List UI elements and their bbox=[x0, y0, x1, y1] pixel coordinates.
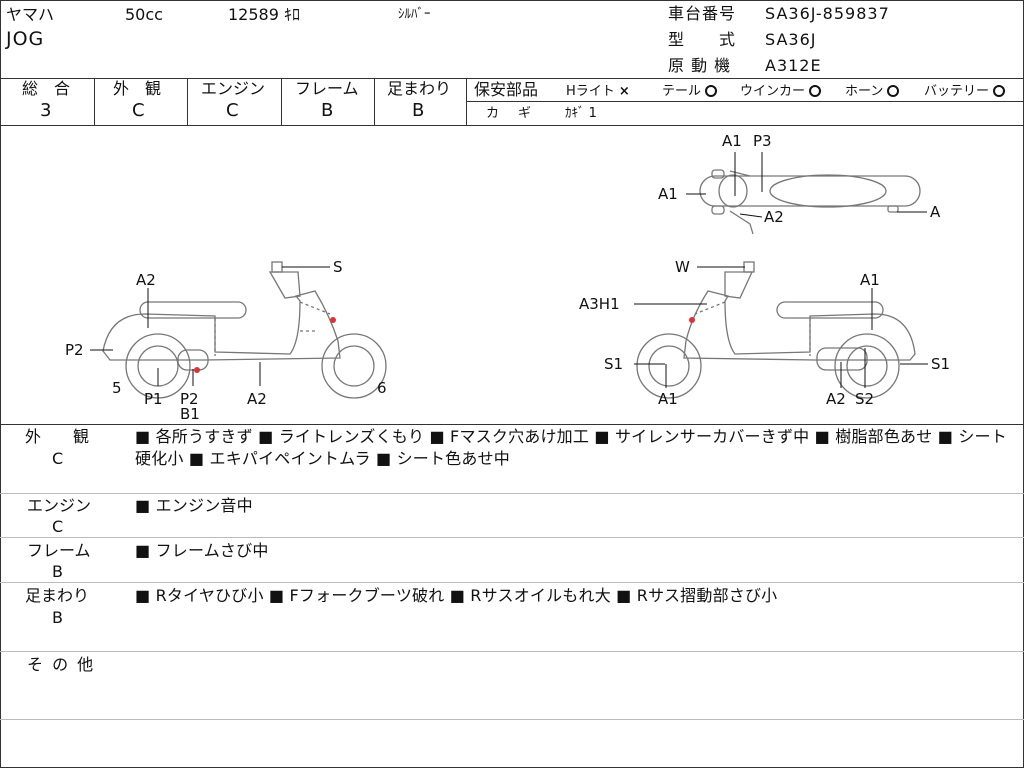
remarks-suspension-label: 足まわり bbox=[25, 586, 90, 605]
label-left-p2: P2 bbox=[65, 341, 84, 359]
model-name: JOG bbox=[6, 28, 45, 50]
safety-headlight: Hライト × bbox=[566, 83, 630, 101]
remarks-frame-label: フレーム bbox=[27, 541, 91, 560]
horn-label: ホーン bbox=[845, 84, 884, 99]
label-left-b1: B1 bbox=[180, 405, 200, 423]
label-right-s2: S2 bbox=[855, 390, 874, 408]
divider bbox=[0, 582, 1024, 583]
scooter-right-view bbox=[636, 261, 916, 399]
label-right-a1-top: A1 bbox=[860, 271, 880, 289]
label-top-a2: A2 bbox=[764, 208, 784, 226]
key-value: ｶｷﾞ 1 bbox=[565, 106, 597, 121]
remarks-exterior-grade: C bbox=[52, 449, 64, 468]
grade-engine-label: エンジン bbox=[201, 79, 266, 98]
safety-horn: ホーン bbox=[845, 83, 900, 101]
headlight-label: Hライト bbox=[566, 84, 615, 99]
label-left-p1: P1 bbox=[144, 390, 163, 408]
label-left-6: 6 bbox=[377, 379, 387, 397]
remarks-frame-text: ■ フレームさび中 bbox=[135, 541, 269, 560]
tail-label: テール bbox=[662, 84, 702, 99]
type-value: SA36J bbox=[765, 30, 817, 49]
grade-row-top-border bbox=[0, 78, 1024, 79]
safety-divider bbox=[466, 101, 1024, 102]
divider bbox=[94, 78, 95, 125]
label-left-p2-bottom: P2 bbox=[180, 390, 199, 408]
divider bbox=[0, 493, 1024, 494]
safety-tail: テール bbox=[662, 83, 718, 101]
label-left-s: S bbox=[333, 258, 343, 276]
scooter-left-view bbox=[102, 261, 387, 399]
remarks-engine-text: ■ エンジン音中 bbox=[135, 496, 253, 515]
remarks-frame-grade: B bbox=[52, 562, 63, 581]
label-right-a2: A2 bbox=[826, 390, 846, 408]
ok-circle-icon bbox=[993, 85, 1006, 97]
grade-engine-value: C bbox=[226, 100, 239, 121]
label-top-a: A bbox=[930, 203, 941, 221]
label-left-a2-bottom: A2 bbox=[247, 390, 267, 408]
divider bbox=[187, 78, 188, 125]
key-label: カ ギ bbox=[486, 106, 535, 121]
label-right-w: W bbox=[675, 258, 690, 276]
label-top-p3: P3 bbox=[753, 132, 772, 150]
divider bbox=[281, 78, 282, 125]
grade-suspension-label: 足まわり bbox=[387, 79, 452, 98]
remarks-other-label: そ の 他 bbox=[27, 655, 96, 674]
safety-title: 保安部品 bbox=[474, 80, 539, 99]
displacement: 50cc bbox=[125, 5, 163, 24]
ok-circle-icon bbox=[705, 85, 718, 97]
damage-diagram: A1 P3 A1 A2 A A2 S P2 5 P1 P2 B1 A2 6 W … bbox=[65, 132, 950, 423]
chassis-label: 車台番号 bbox=[668, 4, 737, 23]
grade-overall-value: 3 bbox=[40, 100, 52, 121]
label-right-s1-left: S1 bbox=[604, 355, 623, 373]
remarks-suspension-text: ■ Rタイヤひび小 ■ Fフォークブーツ破れ ■ Rサスオイルもれ大 ■ Rサス… bbox=[135, 586, 778, 605]
label-right-s1-right: S1 bbox=[931, 355, 950, 373]
winker-label: ウインカー bbox=[740, 84, 806, 99]
damage-callouts bbox=[90, 152, 928, 388]
safety-winker: ウインカー bbox=[740, 83, 822, 101]
engine-model-label: 原 動 機 bbox=[668, 56, 732, 75]
label-left-a2-top: A2 bbox=[136, 271, 156, 289]
ok-circle-icon bbox=[887, 85, 900, 97]
grade-suspension-value: B bbox=[412, 100, 425, 121]
damage-marker bbox=[330, 317, 336, 323]
body-color: ｼﾙﾊﾞｰ bbox=[398, 7, 431, 22]
damage-code-labels: A1 P3 A1 A2 A A2 S P2 5 P1 P2 B1 A2 6 W … bbox=[65, 132, 950, 423]
label-left-5: 5 bbox=[112, 379, 122, 397]
scooter-top-view bbox=[699, 169, 921, 235]
label-right-a1-bottom: A1 bbox=[658, 390, 678, 408]
grade-row-bottom-border bbox=[0, 125, 1024, 126]
remarks-exterior-label: 外 観 bbox=[25, 427, 90, 446]
divider bbox=[0, 719, 1024, 720]
divider bbox=[0, 537, 1024, 538]
divider bbox=[0, 651, 1024, 652]
ok-circle-icon bbox=[809, 85, 822, 97]
damage-marker bbox=[689, 317, 695, 323]
headlight-mark: × bbox=[618, 84, 630, 99]
grade-frame-label: フレーム bbox=[295, 79, 359, 98]
label-top-a1-left: A1 bbox=[658, 185, 678, 203]
engine-model-value: A312E bbox=[765, 56, 822, 75]
type-label: 型 式 bbox=[668, 30, 737, 49]
grade-overall-label: 総 合 bbox=[22, 79, 71, 98]
label-right-a3h1: A3H1 bbox=[579, 295, 620, 313]
label-top-a1: A1 bbox=[722, 132, 742, 150]
safety-battery: バッテリー bbox=[924, 83, 1006, 101]
divider bbox=[374, 78, 375, 125]
remarks-engine-label: エンジン bbox=[27, 496, 92, 515]
remarks-exterior-text: ■ 各所うすきず ■ ライトレンズくもり ■ Fマスク穴あけ加工 ■ サイレンサ… bbox=[135, 427, 1007, 468]
battery-label: バッテリー bbox=[924, 84, 990, 99]
mileage: 12589 ｷﾛ bbox=[228, 5, 300, 24]
remarks-engine-grade: C bbox=[52, 517, 64, 536]
chassis-value: SA36J-859837 bbox=[765, 4, 890, 23]
grade-exterior-label: 外 観 bbox=[113, 79, 162, 98]
maker: ヤマハ bbox=[6, 5, 55, 24]
grade-frame-value: B bbox=[321, 100, 334, 121]
damage-marker bbox=[194, 367, 200, 373]
remarks-top-border bbox=[0, 424, 1024, 425]
grade-exterior-value: C bbox=[132, 100, 145, 121]
remarks-suspension-grade: B bbox=[52, 608, 63, 627]
